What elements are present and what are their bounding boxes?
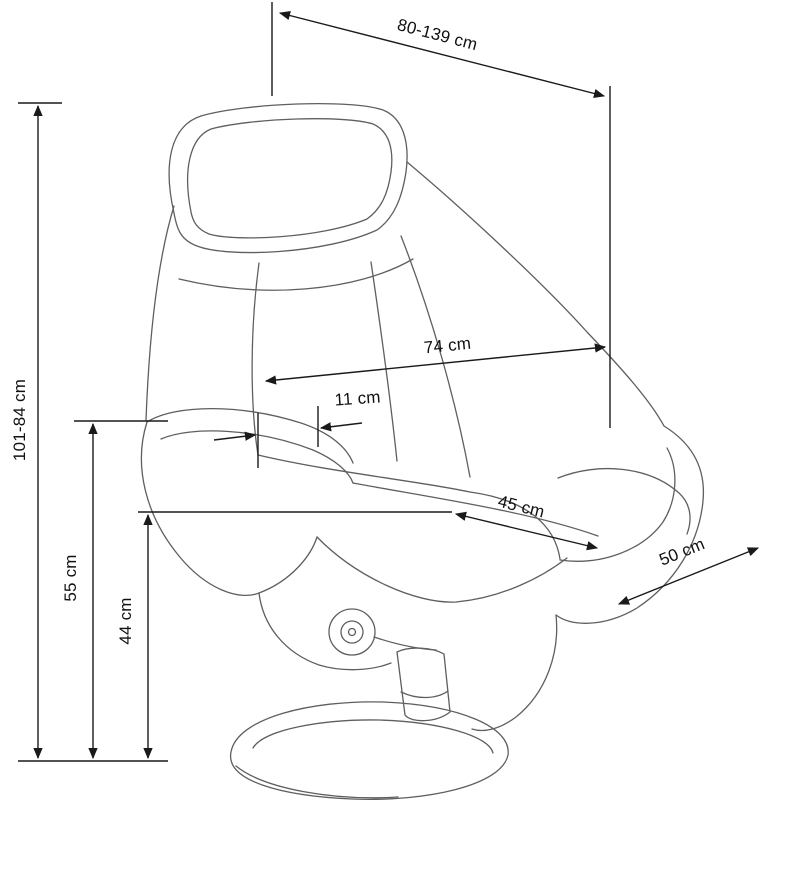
label-overall-height: 101-84 cm xyxy=(10,379,29,461)
chair-drawing xyxy=(140,103,705,800)
label-back-width: 74 cm xyxy=(423,334,472,358)
under-seat-shell-right xyxy=(471,614,558,732)
label-seat-depth: 50 cm xyxy=(656,534,707,569)
headrest-outline xyxy=(168,103,408,254)
base-plate-outline xyxy=(230,701,509,800)
dimension-lines xyxy=(18,2,760,762)
under-seat-shell-left xyxy=(258,592,392,671)
dimension-overall-width xyxy=(278,10,606,99)
pedestal-column xyxy=(396,647,451,722)
backrest-seam-top xyxy=(178,258,414,291)
right-armrest-pad-seam xyxy=(557,467,691,535)
recline-knob-center xyxy=(347,627,357,637)
recline-knob-arm xyxy=(373,636,437,651)
recline-knob-outer xyxy=(328,608,376,656)
label-armrest-height: 55 cm xyxy=(61,554,80,601)
label-seat-width: 45 cm xyxy=(496,492,546,522)
pedestal-column-line xyxy=(400,690,449,699)
dimension-labels: 80-139 cm 101-84 cm 74 cm 11 cm 45 cm 50… xyxy=(10,15,707,645)
headrest-inner-seam xyxy=(186,118,393,239)
dimension-seat-width xyxy=(454,511,599,551)
dimension-headrest-width-left-tail xyxy=(213,431,257,441)
dimension-seat-depth xyxy=(617,547,760,605)
left-armrest-outer-edge xyxy=(140,421,318,597)
base-plate-thickness-line xyxy=(235,765,399,799)
right-armrest-inner-edge xyxy=(559,447,676,562)
seat-front-edge xyxy=(316,536,568,603)
dimension-back-width xyxy=(264,343,607,385)
recline-knob-mid xyxy=(340,620,364,644)
backrest-seam-right xyxy=(370,261,398,462)
label-headrest-width: 11 cm xyxy=(334,387,381,409)
seat-mid-line xyxy=(352,482,599,537)
right-armrest-outer-edge xyxy=(555,425,705,624)
backrest-left-edge xyxy=(145,205,175,421)
left-armrest-inner-seam xyxy=(160,430,354,484)
seat-back-edge xyxy=(257,454,471,493)
label-overall-width: 80-139 cm xyxy=(395,15,479,54)
base-plate-inner-line xyxy=(252,719,494,754)
backrest-right-inner-edge xyxy=(400,235,471,478)
dimension-headrest-width-right-tail xyxy=(319,422,363,432)
label-seat-height: 44 cm xyxy=(116,597,135,644)
left-armrest-top-edge xyxy=(146,408,354,464)
backrest-right-edge xyxy=(406,161,665,427)
